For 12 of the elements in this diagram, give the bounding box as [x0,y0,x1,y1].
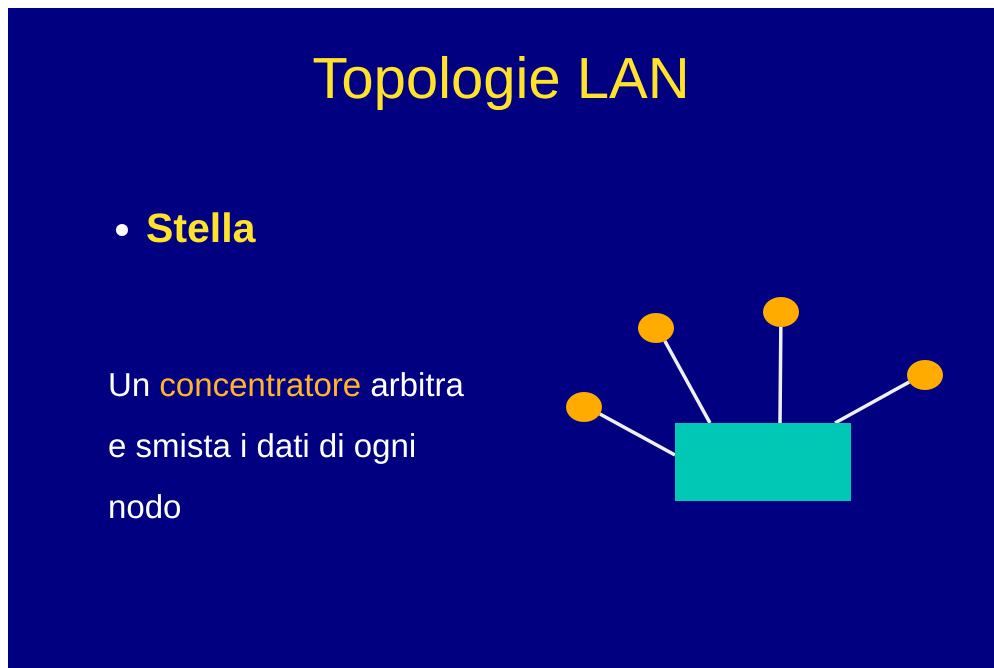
bullet-heading: Stella [146,204,256,252]
node-circle [763,297,799,327]
node-circle [638,313,674,343]
connector-line [778,326,783,424]
slide-title: Topologie LAN [311,46,691,112]
body-text: Un concentratore arbitra e smista i dati di ogni nodo [108,365,465,527]
connector-line [599,412,676,457]
node-circle [566,392,602,422]
node-circle [907,360,943,390]
connector-line [834,380,910,425]
hub-box [675,423,851,501]
connector-line [663,340,712,424]
